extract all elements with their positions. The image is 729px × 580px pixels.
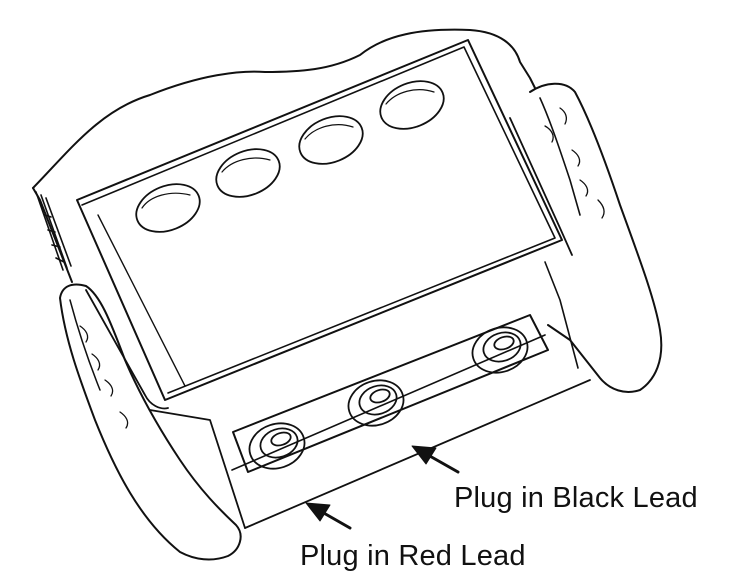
button-4 [373, 72, 451, 138]
callout-red-lead: Plug in Red Lead [300, 540, 526, 572]
left-grip [60, 285, 241, 560]
right-grip [530, 84, 661, 392]
button-1 [129, 175, 207, 241]
display-buttons [129, 72, 451, 241]
jack-black [343, 373, 410, 432]
jack-third [467, 320, 534, 379]
arrow-red-lead [306, 503, 350, 528]
jack-panel [233, 315, 548, 472]
left-grip-inner [70, 300, 100, 390]
right-grip-texture [545, 108, 604, 218]
callout-black-lead: Plug in Black Lead [454, 482, 698, 514]
arrow-black-lead [412, 446, 458, 472]
device-outer-shell [33, 30, 535, 188]
lower-body-bottom [245, 380, 590, 528]
lower-body-left [86, 290, 168, 408]
right-grip-inner [540, 98, 580, 215]
button-3 [292, 107, 370, 173]
jack-red [244, 416, 311, 475]
display-screen-shadow [98, 215, 185, 386]
right-body-edge [510, 118, 572, 255]
display-screen [82, 47, 555, 393]
left-grip-texture [36, 192, 71, 270]
button-2 [209, 140, 287, 206]
lower-body-bottom-inner [232, 335, 545, 470]
left-grip-texture-2 [80, 326, 128, 428]
lower-body-base [150, 410, 245, 528]
display-bezel [77, 40, 562, 400]
jacks [244, 320, 534, 475]
right-body-edge-2 [545, 262, 578, 368]
